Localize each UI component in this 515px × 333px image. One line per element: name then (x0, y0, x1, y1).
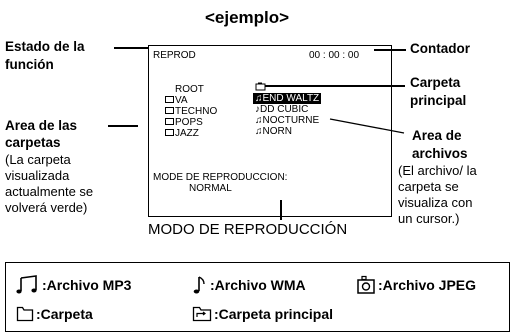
file-item[interactable]: ♫NOCTURNE (255, 115, 320, 126)
parent-folder-icon (255, 82, 266, 91)
jpeg-icon (356, 275, 376, 295)
folder-item[interactable]: VA (165, 95, 188, 106)
callout-modo: MODO DE REPRODUCCIÓN (148, 221, 348, 238)
callout-area-archivos-note4: un cursor.) (398, 211, 460, 226)
file-item-selected[interactable]: ♫END WALTZ (253, 93, 322, 104)
status-text: REPROD (153, 50, 196, 61)
leader-carpeta-principal (265, 85, 405, 87)
callout-area-archivos-line2: archivos (412, 146, 468, 161)
mode-label: MODE DE REPRODUCCION: (153, 172, 288, 183)
legend-folder: :Carpeta (16, 306, 93, 322)
wma-icon (192, 275, 208, 295)
counter-text: 00 : 00 : 00 (309, 50, 360, 61)
legend-parent-folder: :Carpeta principal (192, 306, 333, 322)
folder-icon (165, 96, 174, 103)
mp3-icon: ♫ (255, 126, 263, 137)
legend-jpeg: :Archivo JPEG (356, 275, 476, 295)
callout-estado-line2: función (5, 57, 54, 72)
wma-icon: ♪ (255, 104, 260, 115)
mp3-icon (16, 275, 40, 295)
legend-mp3: :Archivo MP3 (16, 275, 131, 295)
callout-estado-line1: Estado de la (5, 39, 85, 54)
callout-carpeta-principal-line2: principal (410, 93, 467, 108)
callout-area-carpetas-line2: carpetas (5, 135, 61, 150)
leader-estado (114, 47, 148, 49)
file-item[interactable]: ♫NORN (255, 126, 292, 137)
callout-area-carpetas-note3: actualmente se (5, 184, 94, 199)
callout-contador: Contador (410, 41, 470, 56)
icon-legend: :Archivo MP3 :Archivo WMA :Archivo JPEG (5, 262, 510, 332)
file-item[interactable]: ♪DD CUBIC (255, 104, 309, 115)
callout-area-archivos-note1: (El archivo/ la (398, 163, 477, 178)
folder-icon (165, 107, 174, 114)
callout-carpeta-principal-line1: Carpeta (410, 75, 461, 90)
folder-icon (16, 306, 34, 322)
mp3-icon: ♫ (255, 115, 263, 126)
mode-value: NORMAL (189, 183, 232, 194)
callout-area-carpetas-line1: Area de las (5, 118, 78, 133)
page-heading: <ejemplo> (205, 8, 290, 27)
callout-area-archivos-note2: carpeta se (398, 179, 459, 194)
callout-area-carpetas-note1: (La carpeta (5, 152, 71, 167)
leader-area-carpetas (108, 125, 138, 127)
folder-icon (165, 129, 174, 136)
leader-modo (280, 200, 282, 220)
leader-contador (374, 49, 406, 51)
parent-folder-icon (192, 306, 212, 322)
screen-display: REPROD 00 : 00 : 00 ROOT VA TECHNO POPS … (148, 45, 392, 217)
root-label: ROOT (175, 84, 204, 95)
mp3-icon: ♫ (255, 93, 263, 104)
folder-item[interactable]: TECHNO (165, 106, 217, 117)
callout-area-carpetas-note2: visualizada (5, 168, 70, 183)
folder-icon (165, 118, 174, 125)
folder-item[interactable]: POPS (165, 117, 203, 128)
folder-item[interactable]: JAZZ (165, 128, 199, 139)
callout-area-carpetas-note4: volverá verde) (5, 200, 88, 215)
callout-area-archivos-note3: visualiza con (398, 195, 473, 210)
legend-wma: :Archivo WMA (192, 275, 306, 295)
callout-area-archivos-line1: Area de (412, 128, 462, 143)
